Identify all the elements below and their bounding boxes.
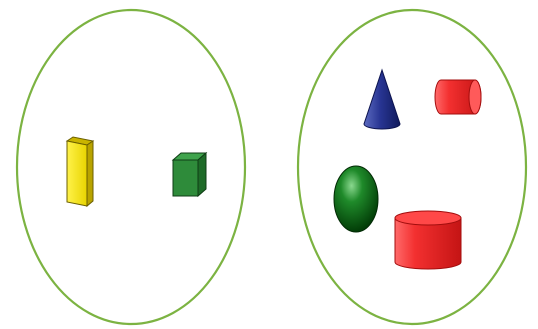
blue-cone xyxy=(364,70,400,129)
left-group-outline xyxy=(17,10,245,324)
green-cube xyxy=(173,153,206,196)
yellow-rectangular-prism xyxy=(67,137,93,206)
green-sphere xyxy=(334,166,378,232)
small-red-cylinder xyxy=(435,80,481,114)
right-group-outline xyxy=(298,10,526,324)
large-red-cylinder xyxy=(395,211,461,269)
